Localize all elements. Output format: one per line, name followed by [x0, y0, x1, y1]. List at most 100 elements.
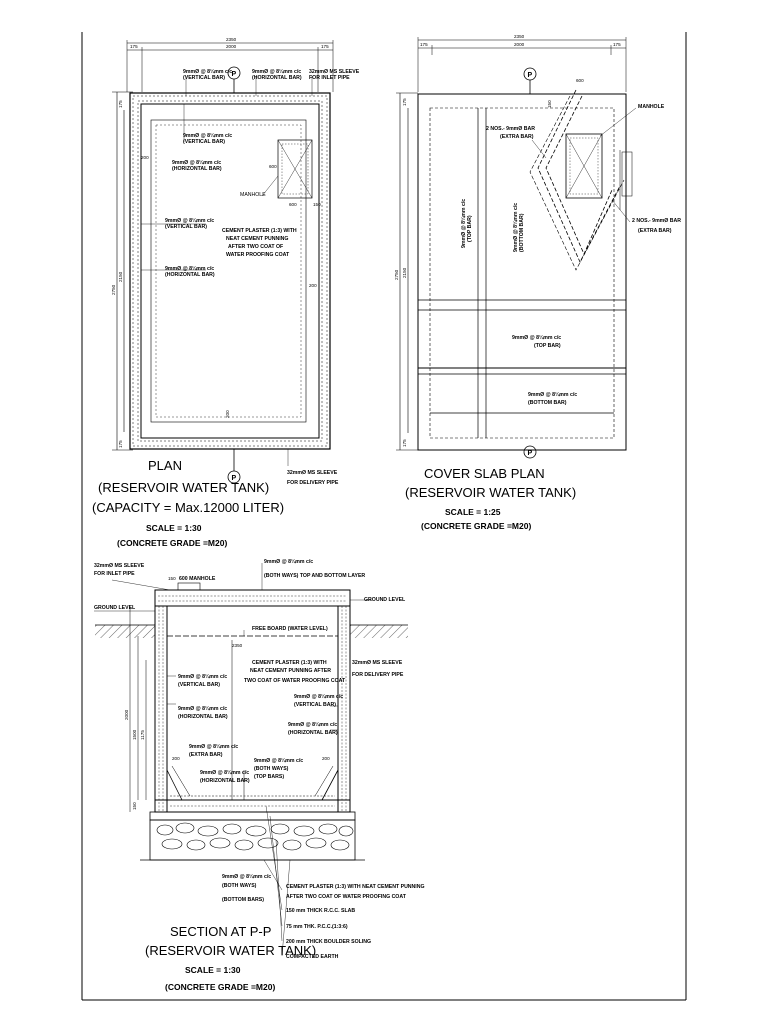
plan-marker-top: P	[232, 71, 237, 78]
section-note-manhole: 600 MANHOLE	[179, 576, 216, 582]
section-note-vertical-bar-left: 9mmØ @ 8¼mm c/c(VERTICAL BAR)	[178, 673, 227, 688]
cover-note-top-bar-horizontal: 9mmØ @ 8¼mm c/c(TOP BAR)	[512, 334, 561, 349]
section-note-top-bars: 9mmØ @ 8¼mm c/c(BOTH WAYS)(TOP BARS)	[254, 757, 303, 780]
svg-text:150: 150	[547, 100, 552, 108]
section-cover-slab	[154, 589, 351, 607]
plan-grade: (CONCRETE GRADE =M20)	[117, 538, 227, 548]
cover-subtitle: (RESERVOIR WATER TANK)	[405, 485, 576, 500]
plan-capacity: (CAPACITY = Max.12000 LITER)	[92, 500, 284, 515]
plan-marker-bottom: P	[232, 475, 237, 482]
svg-text:175: 175	[402, 98, 407, 106]
plan-subtitle: (RESERVOIR WATER TANK)	[98, 480, 269, 495]
section-subtitle: (RESERVOIR WATER TANK)	[145, 943, 316, 958]
section-note-horizontal-bar-bottom: 9mmØ @ 8¼mm c/c(HORIZONTAL BAR)	[200, 769, 250, 784]
svg-text:200: 200	[141, 155, 149, 160]
cover-slab-view: 2350 2000 175 175 2750 2150 175 175 60	[394, 34, 681, 531]
svg-text:175: 175	[420, 42, 428, 47]
section-scale: SCALE = 1:30	[185, 965, 241, 975]
svg-text:200: 200	[322, 756, 330, 761]
plan-dim-inner: 2000	[226, 44, 237, 49]
plan-note-horizontal-bar-inner: 9mmØ @ 8¼mm c/c(HORIZONTAL BAR)	[172, 159, 222, 172]
plan-dim-height-inner: 2150	[118, 271, 123, 282]
section-note-free-board: FREE BOARD (WATER LEVEL)	[252, 626, 328, 632]
svg-text:2000: 2000	[124, 709, 129, 720]
svg-text:150: 150	[313, 202, 321, 207]
cover-grade: (CONCRETE GRADE =M20)	[421, 521, 531, 531]
section-note-slab-bars: 9mmØ @ 8¼mm c/c(BOTH WAYS) TOP AND BOTTO…	[264, 558, 365, 579]
section-grade: (CONCRETE GRADE =M20)	[165, 982, 275, 992]
section-layer-pcc: 75 mm THK. P.C.C.(1:3:6)	[286, 924, 348, 930]
plan-note-vertical-bar-left: 9mmØ @ 8¼mm c/c(VERTICAL BAR)	[165, 217, 214, 230]
svg-text:600: 600	[576, 78, 584, 83]
plan-note-vertical-bar-top: 9mmØ @ 8¼mm c/c(VERTICAL BAR)	[183, 68, 232, 81]
svg-text:2350: 2350	[232, 643, 243, 648]
cover-note-top-bar-vertical: 9mmØ @ 8¼mm c/c(TOP BAR)	[460, 199, 473, 248]
section-layer-plaster: CEMENT PLASTER (1:3) WITH NEAT CEMENT PU…	[286, 884, 425, 900]
cover-slab-outline	[417, 93, 627, 451]
section-layer-rcc: 150 mm THICK R.C.C. SLAB	[286, 908, 355, 914]
plan-dim-height: 2750	[111, 284, 116, 295]
cover-note-bottom-bar-vertical: 9mmØ @ 8¼mm c/c(BOTTOM BAR)	[512, 203, 525, 252]
plan-manhole	[277, 139, 313, 199]
plan-plaster-line	[150, 119, 307, 423]
cover-note-extra-bar-left: 2 NOS.- 9mmØ BAR(EXTRA BAR)	[486, 126, 535, 140]
svg-text:150: 150	[168, 576, 176, 581]
plan-note-manhole: MANHOLE	[240, 192, 266, 198]
plan-view: 2350 2000 175 175 2750 2150 175 175 600 …	[92, 37, 360, 548]
plan-outer-wall	[129, 92, 331, 450]
plan-note-horizontal-bar-top: 9mmØ @ 8¼mm c/c(HORIZONTAL BAR)	[252, 68, 302, 81]
svg-text:2150: 2150	[402, 267, 407, 278]
section-note-horizontal-bar-right: 9mmØ @ 8¼mm c/c(HORIZONTAL BAR)	[288, 721, 338, 736]
section-note-horizontal-bar-left: 9mmØ @ 8¼mm c/c(HORIZONTAL BAR)	[178, 705, 228, 720]
cover-manhole	[565, 133, 603, 199]
svg-text:175: 175	[613, 42, 621, 47]
plan-dim-right: 175	[321, 44, 329, 49]
cover-note-extra-bar-right: 2 NOS.- 9mmØ BAR(EXTRA BAR)	[632, 218, 681, 234]
plan-note-horizontal-bar-left: 9mmØ @ 8¼mm c/c(HORIZONTAL BAR)	[165, 265, 215, 278]
section-left-wall	[154, 605, 168, 813]
section-title: SECTION AT P-P	[170, 924, 271, 939]
svg-text:175: 175	[402, 439, 407, 447]
section-note-extra-bar: 9mmØ @ 8¼mm c/c(EXTRA BAR)	[189, 743, 238, 758]
plan-inner-wall	[140, 103, 320, 439]
section-note-ground-level-right: GROUND LEVEL	[364, 597, 406, 603]
section-view: 2000 1500 1175 150 150 2350 200 200 32mm…	[94, 558, 425, 992]
cover-note-manhole: MANHOLE	[638, 104, 665, 110]
cover-dim-inner: 2000	[514, 42, 525, 47]
svg-text:200: 200	[309, 283, 317, 288]
section-layer-earth: COMPACTED EARTH	[286, 954, 339, 960]
section-right-wall	[337, 605, 351, 813]
plan-dim-wall-bottom: 175	[118, 440, 123, 448]
cover-scale: SCALE = 1:25	[445, 507, 501, 517]
svg-text:200: 200	[225, 410, 230, 418]
section-note-bottom-bars: 9mmØ @ 8¼mm c/c(BOTH WAYS)(BOTTOM BARS)	[222, 873, 271, 903]
section-layer-soling: 200 mm THICK BOULDER SOLING	[286, 939, 371, 945]
svg-text:600: 600	[269, 164, 277, 169]
svg-text:2750: 2750	[394, 269, 399, 280]
plan-dim-left: 175	[130, 44, 138, 49]
svg-text:200: 200	[172, 756, 180, 761]
cover-marker-bottom: P	[528, 450, 533, 457]
cover-title: COVER SLAB PLAN	[424, 466, 545, 481]
section-pcc	[149, 811, 356, 821]
svg-text:150: 150	[132, 802, 137, 810]
cover-note-bottom-bar-horizontal: 9mmØ @ 8¼mm c/c(BOTTOM BAR)	[528, 391, 577, 406]
svg-text:600: 600	[289, 202, 297, 207]
section-note-vertical-bar-right: 9mmØ @ 8¼mm c/c(VERTICAL BAR)	[294, 693, 343, 708]
svg-text:1175: 1175	[140, 730, 145, 740]
plan-scale: SCALE = 1:30	[146, 523, 202, 533]
plan-note-vertical-bar-inner: 9mmØ @ 8¼mm c/c(VERTICAL BAR)	[183, 132, 232, 145]
cover-dim-overall: 2350	[514, 34, 525, 39]
cover-marker-top: P	[528, 72, 533, 79]
plan-dim-wall-top: 175	[118, 100, 123, 108]
section-note-ground-level-left: GROUND LEVEL	[94, 605, 136, 611]
plan-title: PLAN	[148, 458, 182, 473]
svg-text:1500: 1500	[132, 729, 137, 740]
